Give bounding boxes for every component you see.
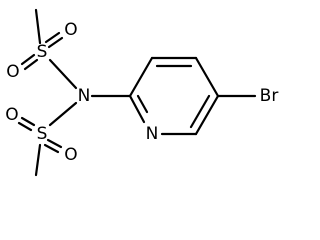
bond-s-top-o-left-1 — [20, 53, 36, 66]
bond-s-top-o-right-2 — [47, 36, 64, 49]
bond-s-top-o-right-1 — [44, 31, 61, 44]
bond-c2-c3 — [128, 56, 154, 98]
bond-c5-c6-inner — [189, 94, 211, 129]
bond-s-bottom-o-right-2 — [43, 143, 60, 154]
bond-s-top-o-left-2 — [23, 58, 39, 71]
atom-label-o-bottom-left: O — [5, 105, 18, 125]
bond-methyl-s-top — [34, 8, 42, 45]
bond-n-ring-c2 — [128, 94, 146, 124]
bond-layer — [17, 8, 257, 177]
bond-n-ring-c2-inner — [136, 94, 149, 114]
atom-label-n: N — [78, 86, 91, 106]
bond-s-top-n — [48, 58, 78, 90]
atom-label-layer: S O O N S O O N Br — [5, 20, 278, 165]
atom-label-o-top-left: O — [6, 62, 19, 82]
bond-c5-c6 — [194, 94, 220, 136]
molecule-structure-diagram: S O O N S O O N Br — [5, 8, 278, 177]
atom-label-o-bottom-right: O — [64, 145, 77, 165]
bond-n-s-bottom — [48, 101, 78, 127]
atom-label-o-top-right: O — [64, 20, 77, 40]
bond-s-bottom-o-left-1 — [20, 116, 36, 127]
bond-s-bottom-o-right-1 — [46, 138, 63, 149]
bond-c4-c5 — [194, 56, 220, 98]
bond-s-bottom-methyl — [34, 143, 42, 177]
bond-s-bottom-o-left-2 — [17, 121, 33, 132]
atom-label-br: Br — [260, 86, 279, 106]
atom-label-s-top: S — [37, 42, 48, 62]
atom-label-s-bottom: S — [37, 124, 48, 144]
atom-label-n-ring: N — [146, 124, 159, 144]
